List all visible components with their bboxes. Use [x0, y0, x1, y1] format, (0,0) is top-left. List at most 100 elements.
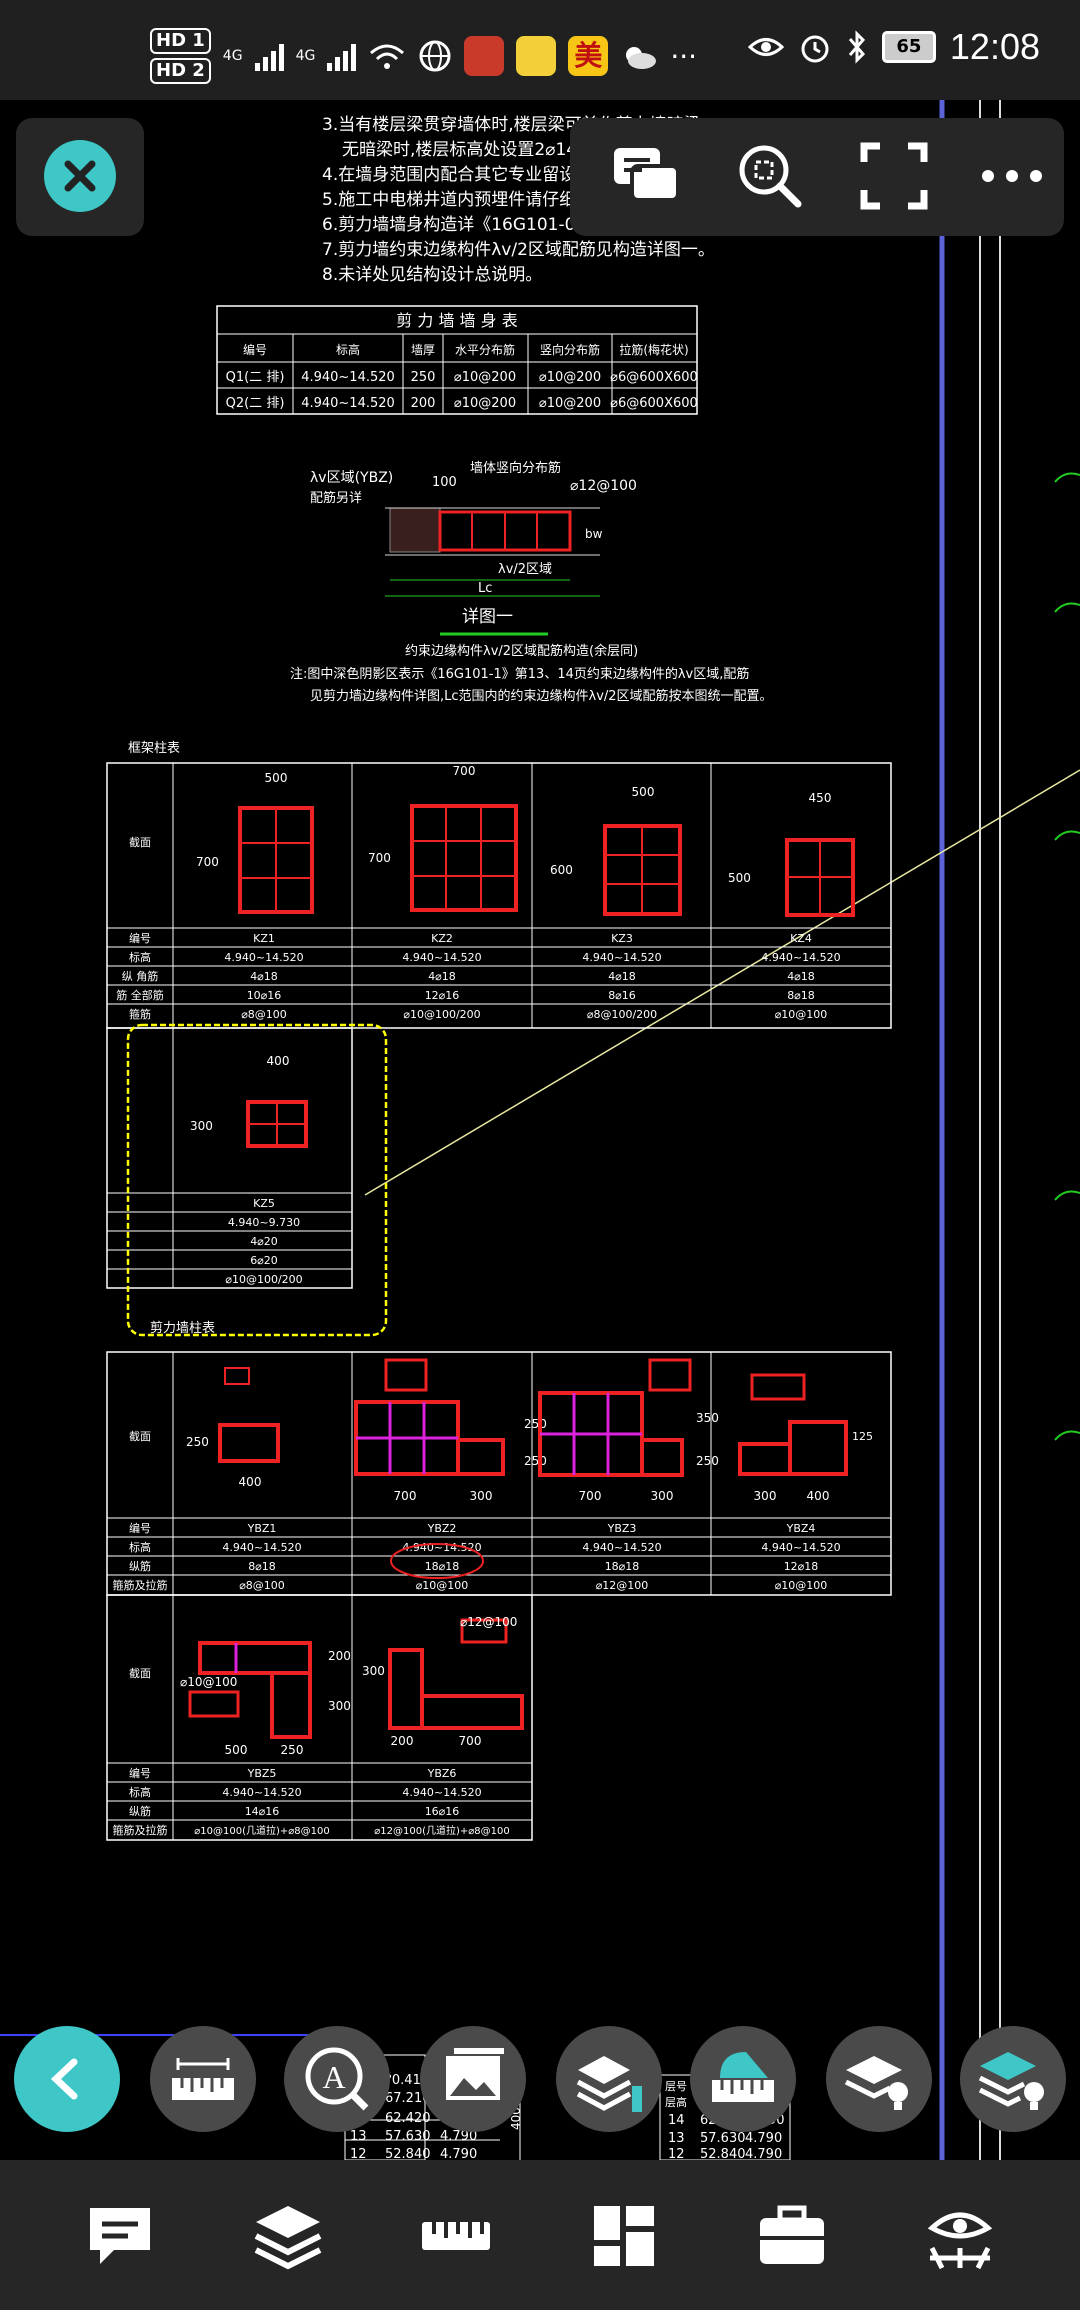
toolbox-tab[interactable]	[754, 2198, 830, 2274]
panorama-tab[interactable]	[922, 2198, 998, 2274]
ybz-long: 8⌀18	[248, 1560, 276, 1573]
ruler-icon	[422, 2222, 490, 2250]
cad-drawing-canvas[interactable]: 3.当有楼层梁贯穿墙体时,楼层梁可兼作剪力墙暗梁; 无暗梁时,楼层标高处设置2⌀…	[0, 100, 1080, 2160]
note-line: 7.剪力墙约束边缘构件λv/2区域配筋见构造详图一。	[322, 240, 715, 260]
kz-corner: 4⌀18	[428, 970, 456, 983]
kz-elev: 4.940~14.520	[402, 951, 481, 964]
kz-stirrup: ⌀10@100/200	[403, 1008, 480, 1021]
ybz3-dim: 250	[696, 1454, 719, 1468]
ybz3-dim: 350	[696, 1411, 719, 1425]
story-cell: 4.790	[440, 2129, 477, 2144]
hd1-badge: HD 1	[150, 28, 211, 54]
ybz-name: YBZ1	[247, 1522, 277, 1535]
back-button[interactable]	[14, 2026, 120, 2132]
cad-drawing: 3.当有楼层梁贯穿墙体时,楼层梁可兼作剪力墙暗梁; 无暗梁时,楼层标高处设置2⌀…	[0, 100, 1080, 2160]
kz2-width: 700	[453, 764, 476, 778]
more-button[interactable]	[972, 136, 1052, 216]
kz-corner: 4⌀18	[787, 970, 815, 983]
layers-list-icon	[576, 2056, 642, 2112]
close-button[interactable]	[44, 140, 116, 212]
comment-icon	[614, 148, 680, 202]
wall-table-cell: ⌀10@200	[539, 370, 601, 385]
comment-button[interactable]	[606, 136, 686, 216]
column-table: 框架柱表 截面 编号 标高 纵 角筋 筋 全部筋 箍筋 500 700	[106, 741, 892, 1337]
signal1-icon	[254, 41, 284, 71]
story-cell: 57.630	[700, 2131, 746, 2146]
wall-table-header: 编号	[243, 342, 267, 357]
toolbox-icon	[760, 2205, 824, 2264]
wall-table-cell: ⌀10@200	[454, 396, 516, 411]
battery-icon: 65	[881, 31, 936, 63]
ybz-name: YBZ2	[427, 1522, 457, 1535]
ybz2-dim: 250	[524, 1454, 547, 1468]
ybz-long: 12⌀18	[784, 1560, 819, 1573]
signal2-icon	[327, 41, 357, 71]
row-label: 筋 全部筋	[116, 988, 164, 1002]
ybz5-dim: 300	[328, 1699, 351, 1713]
ybz4-dim: 300	[754, 1489, 777, 1503]
wall-table-cell: 4.940~14.520	[301, 370, 395, 385]
more-icon	[982, 170, 1042, 182]
dashboard-tab[interactable]	[586, 2198, 662, 2274]
layer-bulb-button[interactable]	[826, 2026, 932, 2132]
detail-one: λv区域(YBZ) 配筋另详 墙体竖向分布筋 100 ⌀12@100 λv/2区…	[290, 460, 773, 704]
detail-bw: bw	[585, 527, 603, 541]
detail-rebar: ⌀12@100	[570, 478, 637, 494]
ybz-stirrup: ⌀12@100(几道拉)+⌀8@100	[374, 1824, 509, 1837]
floating-toolbar: A	[0, 2020, 1080, 2150]
network2-label: 4G	[295, 48, 316, 64]
alarm-icon	[801, 35, 829, 63]
hd2-badge: HD 2	[150, 58, 211, 84]
image-button[interactable]	[420, 2026, 526, 2132]
measure-button[interactable]	[150, 2026, 256, 2132]
network1-label: 4G	[222, 48, 243, 64]
story-cell: 4.790	[745, 2147, 782, 2160]
panorama-icon	[927, 2212, 993, 2270]
kz5-width: 400	[267, 1054, 290, 1068]
layers-bulb-button[interactable]	[960, 2026, 1066, 2132]
status-bar: HD 1 HD 2 4G 4G 美 ··· 65 12:08	[0, 0, 1080, 100]
row-label: 编号	[129, 1766, 151, 1780]
kz-elev: 4.940~14.520	[761, 951, 840, 964]
row-label: 纵筋	[129, 1559, 151, 1573]
text-search-button[interactable]: A	[284, 2026, 390, 2132]
app-yellow-icon	[516, 36, 557, 76]
column-table-title: 框架柱表	[128, 741, 180, 756]
wall-table-cell: Q2(二 排)	[226, 396, 285, 411]
detail-lambda: λv/2区域	[498, 562, 552, 577]
ybz-long: 14⌀16	[245, 1805, 280, 1818]
layers-tab[interactable]	[250, 2198, 326, 2274]
measure-area-button[interactable]	[690, 2026, 796, 2132]
ybz-long: 18⌀18	[605, 1560, 640, 1573]
app-mei-icon: 美	[568, 36, 609, 76]
ybz5-dim: 250	[281, 1743, 304, 1757]
story-header: 层号	[665, 2080, 687, 2093]
kz5-height: 300	[190, 1119, 213, 1133]
annotation-icon	[90, 2208, 150, 2264]
kz-all: 10⌀16	[247, 989, 282, 1002]
row-label: 标高	[129, 950, 151, 964]
kz-elev: 4.940~14.520	[224, 951, 303, 964]
ybz-elev: 4.940~14.520	[582, 1541, 661, 1554]
ruler-tab[interactable]	[418, 2198, 494, 2274]
kz4-height: 500	[728, 871, 751, 885]
layers-list-button[interactable]	[556, 2026, 662, 2132]
wall-table-cell: ⌀6@600X600	[610, 396, 698, 411]
ybz6-note: ⌀12@100	[460, 1615, 517, 1629]
row-label: 截面	[129, 1429, 151, 1443]
ybz-stirrup: ⌀12@100	[596, 1579, 649, 1592]
annotation-tab[interactable]	[82, 2198, 158, 2274]
eye-icon	[747, 38, 784, 56]
kz-stirrup: ⌀8@100/200	[587, 1008, 657, 1021]
fullscreen-button[interactable]	[854, 136, 934, 216]
ybz-table: 截面 编号 标高 纵筋 箍筋及拉筋 400 250 700 300 250 25…	[106, 1351, 892, 1841]
markup-ellipse	[390, 1543, 484, 1579]
svg-text:A: A	[322, 2059, 345, 2095]
bluetooth-icon	[848, 30, 865, 64]
ybz6-dim: 300	[362, 1664, 385, 1678]
row-label: 编号	[129, 931, 151, 945]
story-cell: 4.790	[440, 2147, 477, 2160]
status-left: HD 1 HD 2 4G 4G 美 ···	[150, 28, 697, 84]
ybz4-dim: 125	[852, 1430, 873, 1443]
zoom-region-button[interactable]	[730, 136, 810, 216]
